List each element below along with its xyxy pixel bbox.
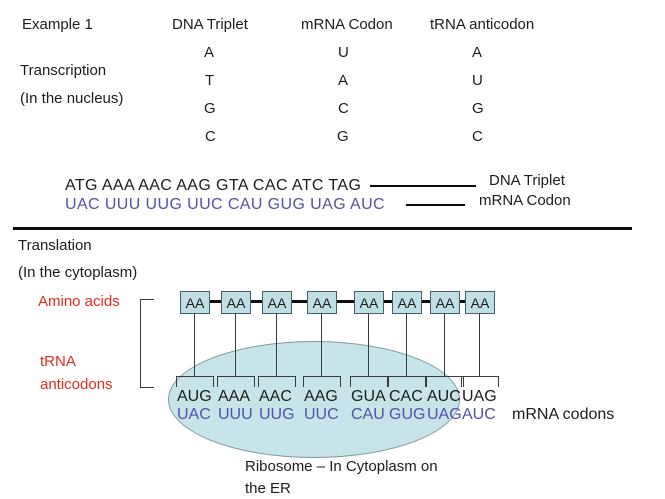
anticodon-bracket [303,376,341,387]
example-label: Example 1 [22,16,93,33]
amino-acid-box: AA [430,291,460,314]
dna-letter: G [204,100,216,117]
aa-box-label: AA [435,294,455,311]
codon-blue: UAC [177,406,211,423]
anticodon-bracket [388,376,426,387]
section-divider [13,227,632,230]
amino-acid-box: AA [180,291,210,314]
mrna-codons-label: mRNA codons [512,406,615,423]
nucleus-label: (In the nucleus) [20,90,124,107]
aa-box-label: AA [397,294,417,311]
mrna-sequence: UAC UUU UUG UUC CAU GUG UAG AUC [65,196,385,213]
mrna-letter: A [338,72,349,89]
amino-acid-box: AA [392,291,422,314]
codon-black: UAG [462,388,497,405]
mrna-letter: U [338,44,349,61]
mrna-pointer-line [406,204,465,206]
trna-connector-line [194,313,195,376]
dna-pointer-line [370,185,476,187]
ribosome-caption-line1: Ribosome – In Cytoplasm on [245,458,438,475]
codon-black: CAC [389,388,423,405]
codon-black: AAC [259,388,292,405]
anticodon-bracket [461,376,499,387]
codon-blue: UUC [304,406,339,423]
ribosome-caption-line2: the ER [245,480,291,497]
mrna-letter: G [337,128,349,145]
anticodon-bracket [258,376,296,387]
column-header-mrna: mRNA Codon [301,16,393,33]
transcription-label: Transcription [20,62,107,79]
column-header-trna: tRNA anticodon [430,16,535,33]
codon-black: AUG [177,388,212,405]
trna-connector-line [406,313,407,376]
trna-connector-line [276,313,277,376]
aa-box-label: AA [267,294,287,311]
trna-anticodons-label-line2: anticodons [40,376,113,393]
trna-connector-line [368,313,369,376]
trna-connector-line [479,313,480,376]
amino-acid-box: AA [465,291,495,314]
codon-black: AUC [427,388,461,405]
dna-sequence-label: DNA Triplet [489,172,565,189]
trna-letter: U [472,72,483,89]
aa-box-label: AA [359,294,379,311]
codon-blue: AUC [462,406,496,423]
codon-black: GUA [351,388,386,405]
codon-blue: UUU [218,406,253,423]
codon-black: AAG [304,388,338,405]
amino-acid-box: AA [354,291,384,314]
trna-letter: C [472,128,483,145]
translation-label: Translation [18,237,92,254]
mrna-sequence-label: mRNA Codon [479,192,571,209]
codon-blue: UUG [259,406,295,423]
aa-box-label: AA [185,294,205,311]
mrna-letter: C [338,100,349,117]
trna-anticodons-label-line1: tRNA [40,353,76,370]
dna-letter: T [205,72,215,89]
amino-acids-label: Amino acids [38,293,120,310]
amino-acid-trna-bracket [140,299,154,388]
aa-box-label: AA [470,294,490,311]
anticodon-bracket [426,376,464,387]
amino-acid-box: AA [221,291,251,314]
column-header-dna: DNA Triplet [172,16,248,33]
ribosome-ellipse [168,341,460,458]
amino-acid-box: AA [307,291,337,314]
dna-sequence: ATG AAA AAC AAG GTA CAC ATC TAG [65,177,362,194]
codon-blue: GUG [389,406,426,423]
dna-letter: A [204,44,215,61]
trna-connector-line [235,313,236,376]
trna-letter: G [472,100,484,117]
anticodon-bracket [217,376,255,387]
trna-letter: A [472,44,483,61]
cytoplasm-label: (In the cytoplasm) [18,264,138,281]
codon-blue: UAG [427,406,462,423]
amino-acid-box: AA [262,291,292,314]
dna-letter: C [205,128,216,145]
aa-box-label: AA [312,294,332,311]
aa-box-label: AA [226,294,246,311]
codon-black: AAA [218,388,251,405]
codon-blue: CAU [351,406,385,423]
trna-connector-line [444,313,445,376]
anticodon-bracket [350,376,388,387]
anticodon-bracket [176,376,214,387]
trna-connector-line [321,313,322,376]
